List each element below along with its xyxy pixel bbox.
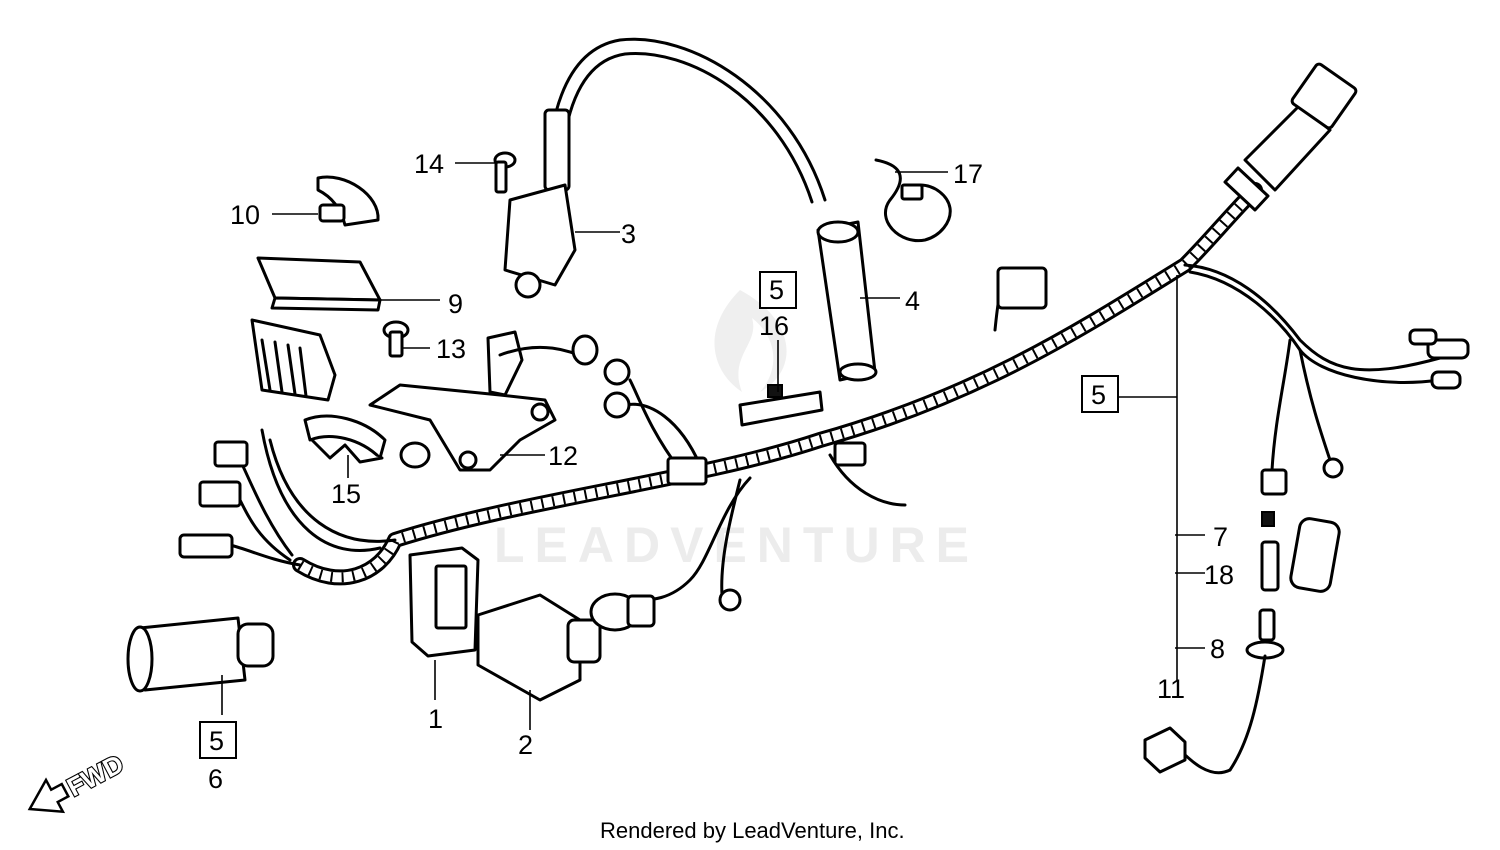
- part-6-bulb-cap: [126, 616, 275, 693]
- callout-17: 17: [953, 159, 983, 189]
- part-7-fuse-holder: [1260, 468, 1341, 593]
- svg-text:5: 5: [209, 726, 224, 756]
- callout-labels: 1 2 3 4 5 5 5 6 7 8 9 10 11 12 13 14 15 …: [199, 149, 1234, 794]
- callout-11: 11: [1157, 674, 1185, 704]
- ring-terminal-a: [603, 358, 631, 386]
- callout-10: 10: [230, 200, 260, 230]
- forward-label: FWD: [62, 748, 128, 802]
- svg-text:5: 5: [1091, 380, 1106, 410]
- connector-left-a: [213, 440, 249, 468]
- callout-5-boxed-a: 5: [759, 271, 797, 309]
- connector-left-b: [198, 480, 242, 508]
- part-2-regulator-unit: [476, 593, 602, 702]
- part-16-holder: [738, 384, 824, 427]
- callout-3: 3: [621, 219, 636, 249]
- watermark-text: LEADVENTURE: [494, 517, 979, 573]
- part-1-rubber-boot: [408, 546, 480, 658]
- callout-5-boxed-b: 5: [1081, 375, 1119, 413]
- ring-terminal-b: [603, 391, 631, 419]
- part-3-switch-with-cable: [503, 37, 827, 299]
- callout-14: 14: [414, 149, 444, 179]
- bulb-socket-connector: [178, 533, 234, 559]
- spade-terminal-a: [1426, 338, 1470, 360]
- part-14-screw: [493, 151, 517, 194]
- footer-credit: Rendered by LeadVenture, Inc.: [600, 818, 905, 843]
- main-wire-harness: [228, 182, 1442, 602]
- connector-top: [996, 266, 1048, 310]
- watermark-flame-icon: [714, 290, 787, 392]
- part-17-band-clamp: [874, 158, 952, 243]
- multi-pin-connector-block: [250, 318, 337, 402]
- spade-terminal-b: [1408, 328, 1438, 346]
- connector-mid: [666, 456, 708, 486]
- svg-text:5: 5: [769, 275, 784, 305]
- callout-7: 7: [1213, 522, 1228, 552]
- callout-18: 18: [1204, 560, 1234, 590]
- callout-9: 9: [448, 289, 463, 319]
- callout-15: 15: [331, 479, 361, 509]
- ring-terminal-c: [718, 588, 742, 612]
- forward-arrow-icon: [27, 777, 71, 814]
- callout-leaders: [221, 162, 1205, 730]
- spade-terminal-c: [1430, 370, 1462, 390]
- callout-6: 6: [208, 764, 223, 794]
- callout-12: 12: [548, 441, 578, 471]
- part-4-rubber-tube: [816, 220, 878, 382]
- forward-direction-indicator: FWD: [27, 747, 129, 814]
- callout-2: 2: [518, 730, 533, 760]
- callout-5-boxed-c: 5: [199, 721, 237, 759]
- watermark: LEADVENTURE: [494, 290, 979, 573]
- part-11-terminal: [1143, 726, 1232, 775]
- part-18-fuse: [1260, 540, 1280, 592]
- callout-8: 8: [1210, 634, 1225, 664]
- callout-16: 16: [759, 311, 789, 341]
- part-15-clip: [303, 414, 387, 464]
- part-9-fuse-box: [256, 256, 382, 312]
- round-plug-connector: [589, 592, 656, 632]
- connector-small: [833, 441, 867, 467]
- harness-connectors: [178, 266, 1470, 612]
- part-12-bracket: [368, 330, 599, 472]
- part-10-clamp: [316, 175, 380, 227]
- callout-1: 1: [428, 704, 443, 734]
- ring-terminal-d: [1322, 457, 1344, 479]
- callout-4: 4: [905, 286, 920, 316]
- ignition-connector-top-right: [1223, 62, 1358, 212]
- callout-13: 13: [436, 334, 466, 364]
- part-13-bolt: [382, 320, 410, 358]
- part-8-fuse-holder-lower: [1228, 608, 1285, 772]
